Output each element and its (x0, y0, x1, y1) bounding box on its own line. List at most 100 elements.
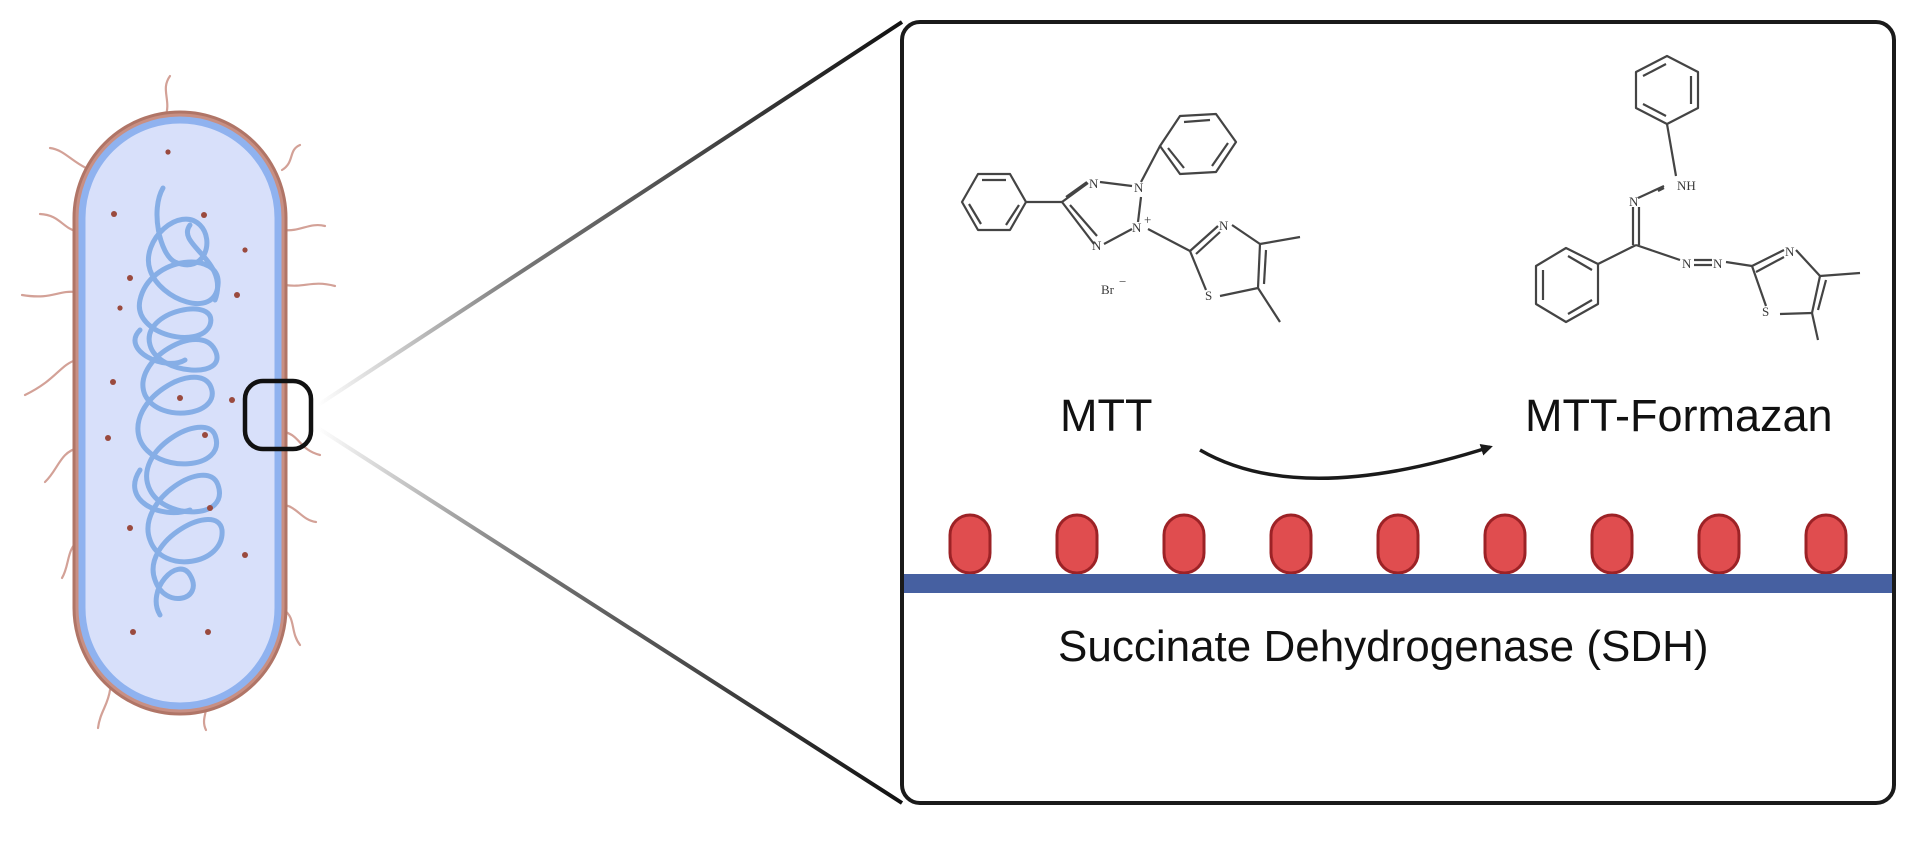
flagellum (23, 358, 78, 397)
dna-nucleoid (135, 185, 225, 618)
ribosome (205, 629, 211, 635)
zoom-line-bottom (316, 426, 904, 805)
mtt-bond (1065, 181, 1088, 198)
flagellum (96, 688, 112, 730)
mtt-bond (1140, 145, 1161, 183)
ribosome (229, 397, 235, 403)
sdh-enzyme (1697, 513, 1741, 575)
mtt-bond (1256, 243, 1262, 289)
mtt-bond (1231, 224, 1261, 245)
mtt-bond (1099, 180, 1133, 188)
atom-n: N (1785, 244, 1795, 259)
flagellum (283, 503, 318, 524)
mtt-bond (1262, 249, 1268, 285)
atom-n: N (1089, 176, 1099, 191)
ribosome (177, 395, 183, 401)
ribosome (234, 292, 240, 298)
formazan-bond (1597, 244, 1637, 265)
formazan-phenyl-left-inner (1567, 299, 1593, 315)
atom-charge-minus: − (1119, 274, 1126, 289)
formazan-phenyl-left-inner (1567, 255, 1593, 271)
formazan-bond (1816, 279, 1828, 311)
atom-charge-plus: + (1144, 212, 1151, 227)
atom-n: N (1629, 194, 1639, 209)
ribosome (117, 305, 123, 311)
mtt-bond (1257, 287, 1281, 323)
mtt-bond (1188, 250, 1208, 291)
mtt-atom-labels: N N N + N N S Br − (1089, 176, 1229, 303)
atom-n: N (1682, 256, 1692, 271)
formazan-phenyl-left (1534, 246, 1600, 324)
formazan-bond (1725, 260, 1753, 268)
flagellum (282, 224, 327, 232)
sdh-enzyme (948, 513, 992, 575)
mtt-phenyl-left-inner (1005, 204, 1020, 226)
mtt-bond (1103, 228, 1133, 245)
flagellum (48, 146, 88, 170)
sdh-enzyme (1804, 513, 1848, 575)
ribosome (130, 629, 136, 635)
atom-n: N (1219, 218, 1229, 233)
atom-s: S (1762, 304, 1769, 319)
mtt-bond (1147, 228, 1191, 252)
ribosome (202, 432, 208, 438)
sdh-enzyme (1269, 513, 1313, 575)
label-mtt-formazan: MTT-Formazan (1525, 390, 1833, 441)
zoom-line-top (316, 20, 904, 407)
mtt-bond (1136, 196, 1143, 223)
sdh-enzyme (1055, 513, 1099, 575)
formazan-bond (1750, 265, 1768, 307)
atom-n: N (1713, 256, 1723, 271)
flagellum (38, 212, 80, 234)
detail-panel-frame (900, 20, 1896, 805)
formazan-bond (1795, 249, 1821, 277)
ribosome (127, 275, 133, 281)
mtt-phenyl-top (1158, 112, 1238, 176)
formazan-bond (1635, 243, 1681, 262)
flagellum (283, 430, 322, 457)
mtt-phenyl-top-inner (1183, 118, 1211, 124)
mtt-structure (960, 112, 1301, 323)
mtt-tetrazole (1061, 182, 1089, 203)
ribosome (201, 212, 207, 218)
mtt-phenyl-left-inner (968, 203, 982, 225)
flagellum (283, 282, 337, 288)
sdh-enzyme (1483, 513, 1527, 575)
ribosome (165, 149, 171, 155)
atom-nh: NH (1677, 178, 1696, 193)
formazan-bond (1810, 312, 1820, 341)
flagellum (280, 143, 302, 172)
sdh-enzyme (1376, 513, 1420, 575)
sdh-enzymes (948, 513, 1848, 575)
reaction-arrow (1199, 444, 1493, 480)
mtt-bond (1259, 235, 1301, 246)
atom-n: N (1092, 238, 1102, 253)
atom-n-plus: N (1132, 220, 1142, 235)
formazan-bond (1779, 311, 1813, 316)
mtt-bond (1219, 286, 1259, 298)
ribosome (111, 211, 117, 217)
mtt-phenyl-left (960, 172, 1028, 232)
sdh-enzyme (1162, 513, 1206, 575)
ribosome (242, 552, 248, 558)
formazan-atom-labels: NH N N N N S (1629, 178, 1795, 319)
ribosome (127, 525, 133, 531)
dna-nucleoid (132, 222, 220, 516)
mtt-bond (1195, 231, 1221, 255)
ribosome (105, 435, 111, 441)
mtt-phenyl-top-inner (1167, 147, 1185, 169)
mtt-thiazole (1189, 225, 1219, 252)
detail-panel: N N N + N N S Br − (900, 20, 1896, 805)
formazan-phenyl-top-inner (1642, 63, 1667, 77)
formazan-phenyl-top-inner (1642, 103, 1667, 117)
atom-n: N (1134, 180, 1144, 195)
ribosome (110, 379, 116, 385)
formazan-bond (1810, 275, 1822, 314)
mtt-bond (1061, 201, 1095, 245)
label-sdh: Succinate Dehydrogenase (SDH) (1058, 622, 1709, 671)
atom-s: S (1205, 288, 1212, 303)
formazan-bond (1657, 187, 1665, 192)
membrane-bar (904, 574, 1892, 593)
